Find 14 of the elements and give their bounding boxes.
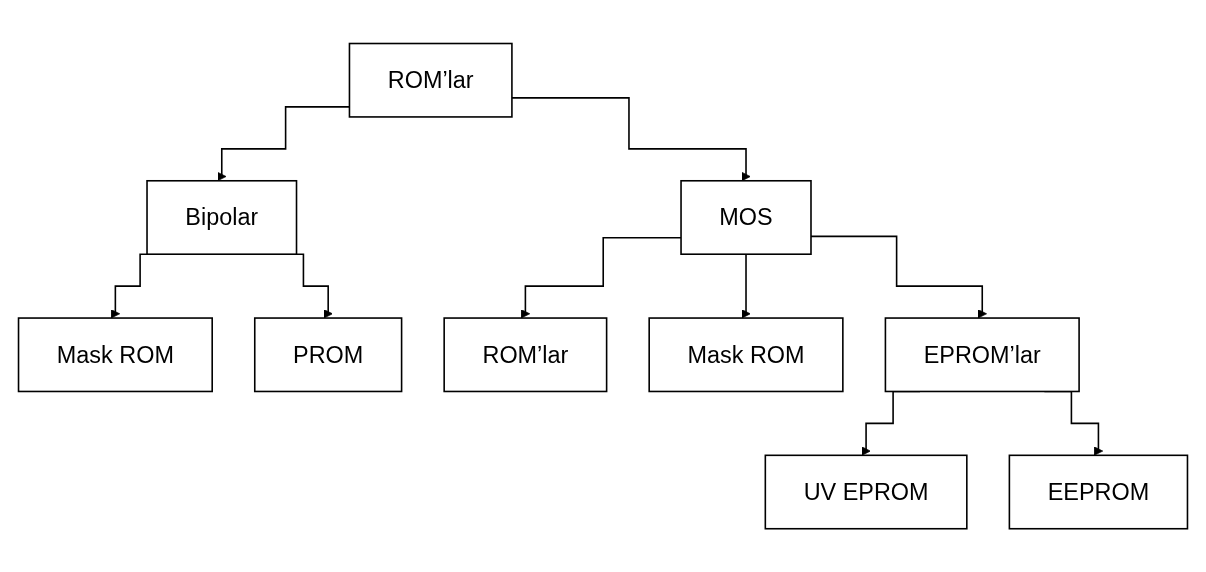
node-box: EPROM’lar [884, 317, 1080, 393]
node-box: MOS [680, 179, 812, 255]
arrow [511, 97, 751, 182]
node-box: Mask ROM [17, 317, 213, 393]
node-box: Mask ROM [648, 317, 844, 393]
node-box: ROM’lar [348, 42, 513, 118]
arrow [810, 235, 987, 319]
arrow [520, 236, 682, 319]
arrow [741, 253, 751, 319]
node-box: ROM’lar [443, 317, 608, 393]
node-box: PROM [253, 317, 403, 393]
node-box: EEPROM [1008, 454, 1189, 530]
node-box: UV EPROM [764, 454, 968, 530]
node-box: Bipolar [146, 179, 298, 255]
